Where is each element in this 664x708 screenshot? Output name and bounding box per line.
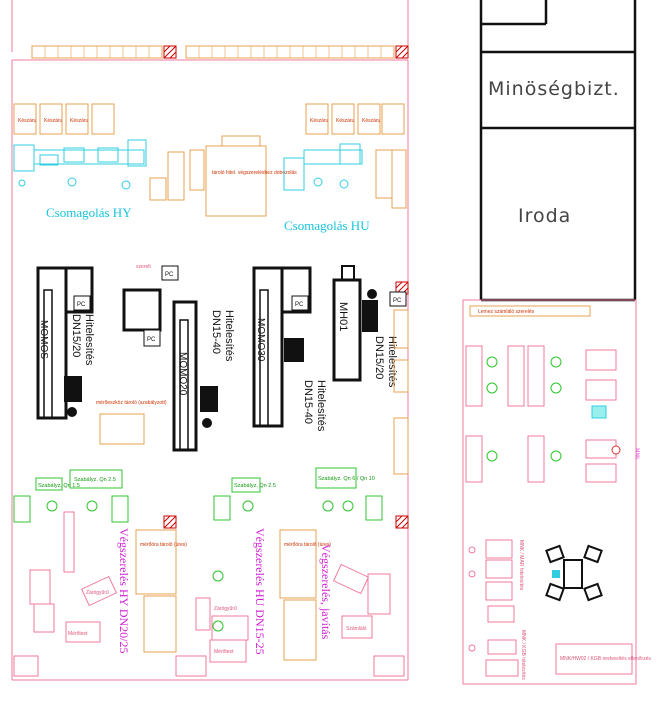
pc-label: PC bbox=[147, 337, 156, 343]
label-keszaru: Készáru bbox=[70, 118, 89, 124]
area-label-assembly-hy: Végszerelés HY DN20/25 bbox=[117, 528, 131, 654]
bench-momo20: PC PC szerelt MOMO20 Hitelesítés DN15-40 bbox=[122, 264, 235, 452]
machine-label: MOMO30 bbox=[255, 318, 266, 362]
bench-momo30: MOMO30 PC Hitelesítés DN15-40 bbox=[252, 266, 327, 432]
calibration-label: DN15/20 bbox=[373, 336, 385, 379]
label-tarolo: tároló hitel. végszereléshez dobozolás bbox=[212, 170, 297, 176]
area-label-assembly-hu: Végszerelés HU DN15-25 bbox=[253, 528, 267, 655]
room-label-quality: Minöségbizt. bbox=[488, 78, 620, 100]
lab-row-1 bbox=[465, 345, 617, 419]
label-part: Mérőtest bbox=[214, 649, 234, 655]
label-keszaru: Készáru bbox=[18, 118, 37, 124]
label-szabalyzo: Szabályz. Qn 2.5 bbox=[234, 483, 276, 489]
pc-label: PC bbox=[295, 302, 304, 308]
room-label-office: Iroda bbox=[518, 205, 571, 227]
area-label-pack-hu: Csomagolás HU bbox=[284, 218, 370, 233]
lab-lower-rows: MNK / MAR hitelesítés MNK / KGB hitelesí… bbox=[468, 539, 651, 680]
central-pack-table: tároló hitel. végszereléshez dobozolás bbox=[189, 135, 297, 217]
label-keszaru: Készáru bbox=[362, 118, 381, 124]
room-walls bbox=[479, 0, 637, 302]
label-szabalyzo: Szabályz. Qn 6 / Qn 10 bbox=[318, 476, 375, 482]
label-szabalyzo: Szabályz. Qn 1.5 bbox=[38, 483, 80, 489]
label-part: Zárógyűrű bbox=[86, 590, 109, 596]
lab-row-2: MNK bbox=[465, 435, 639, 483]
label-szerelt: szerelt bbox=[136, 264, 151, 270]
storage-mid: mérőeszköz tároló (szabályzott) bbox=[96, 309, 409, 475]
packaging-hu-area: Készáru Készáru Készáru Csomagolás HU bbox=[283, 103, 407, 233]
label-lab: MNK bbox=[634, 448, 639, 460]
pillar bbox=[395, 515, 409, 529]
top-rack-row bbox=[31, 45, 395, 59]
label-storage: mérőóra tároló (üres) bbox=[140, 542, 187, 548]
machine-label: MOMOS bbox=[38, 320, 49, 359]
pillar bbox=[163, 45, 177, 59]
label-keszaru: Készáru bbox=[336, 118, 355, 124]
label-part: Mérőtest bbox=[68, 631, 88, 637]
area-label-pack-hy: Csomagolás HY bbox=[46, 205, 132, 220]
lab-center-station bbox=[545, 544, 603, 602]
pillar bbox=[395, 45, 409, 59]
pc-label: PC bbox=[165, 272, 174, 278]
label-storage: mérőeszköz tároló (szabályzott) bbox=[96, 400, 167, 406]
label-keszaru: Készáru bbox=[44, 118, 63, 124]
bench-momos: MOMOS PC Hitelesítés DN15/20 bbox=[36, 266, 95, 420]
calibration-label: Hitelesítés bbox=[83, 314, 95, 366]
regulator-stations: Szabályz. Qn 1.5 Szabályz. Qn 2.5 Szabál… bbox=[13, 467, 383, 523]
label-part: Számláló bbox=[346, 626, 367, 632]
label-lab: Lemez számláló szerelés bbox=[478, 309, 535, 315]
label-part: Zárógyűrű bbox=[214, 606, 237, 612]
pc-label: PC bbox=[77, 302, 86, 308]
right-lab: Lemez számláló szerelés MNK bbox=[462, 299, 651, 685]
machine-label: MH01 bbox=[337, 302, 349, 331]
calibration-label: Hitelesítés bbox=[386, 336, 398, 388]
pillars bbox=[163, 45, 409, 529]
machine-label: MOMO20 bbox=[177, 352, 188, 396]
pillar bbox=[163, 515, 177, 529]
label-szabalyzo: Szabályz. Qn 2.5 bbox=[74, 477, 116, 483]
bench-mh01: MH01 PC Hitelesítés DN15/20 bbox=[332, 265, 407, 388]
calibration-label: Hitelesítés bbox=[223, 310, 235, 362]
area-label-assembly-repair: Végszerelés, javítás bbox=[319, 544, 333, 640]
calibration-label: DN15/20 bbox=[70, 314, 82, 357]
pc-label: PC bbox=[393, 298, 402, 304]
label-storage: mérőóra tároló (üres) bbox=[284, 542, 331, 548]
assembly-area: Zárógyűrű Mérőtest mérőóra tároló (üres)… bbox=[13, 511, 405, 677]
calibration-label: DN15-40 bbox=[210, 310, 222, 354]
calibration-label: Hitelesítés bbox=[315, 380, 327, 432]
label-lab: MNK / KGB hitelesítés bbox=[520, 630, 526, 680]
label-lab: MNK/HW02 / KGB nedvesítés ellenőrzés bbox=[560, 656, 651, 662]
label-lab: MNK / MAR hitelesítés bbox=[518, 540, 524, 591]
packaging-hy-area: Készáru Készáru Készáru Csomagolás HY bbox=[13, 103, 185, 220]
label-keszaru: Készáru bbox=[310, 118, 329, 124]
calibration-label: DN15-40 bbox=[302, 380, 314, 424]
